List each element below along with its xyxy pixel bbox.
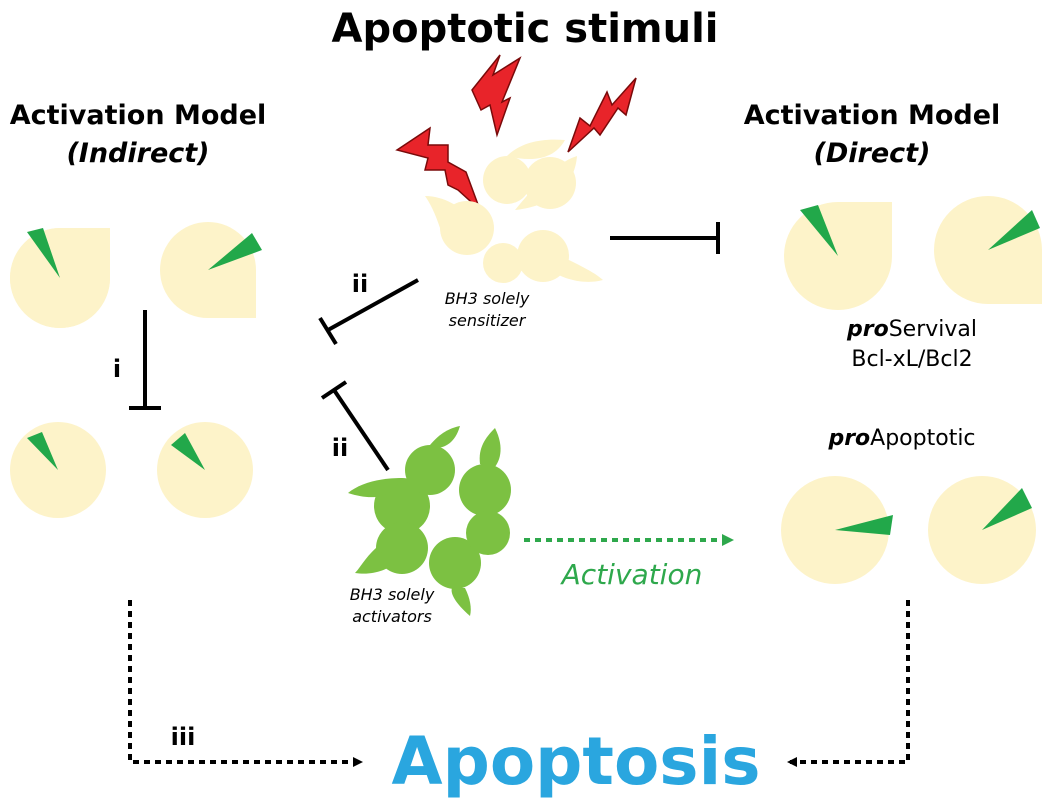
indirect-cell-top-left	[10, 228, 110, 328]
pro-survival-cell-right	[934, 196, 1042, 304]
apoptosis-arrow-right	[787, 600, 910, 767]
sensitizer-label-line1: BH3 solely	[445, 289, 530, 308]
lightning-bolt-icon-left	[395, 126, 481, 211]
step-label-ii-bottom: ii	[332, 434, 348, 462]
pro-survival-label: proServival	[846, 317, 977, 342]
pro-apoptotic-label: proApoptotic	[827, 426, 975, 451]
indirect-cell-bottom-left	[10, 422, 106, 518]
pro-survival-cell-left	[784, 202, 892, 310]
apoptosis-arrow-left	[128, 600, 363, 767]
lightning-bolt-icon-right	[567, 77, 637, 153]
inhibition-sensitizer-ii	[318, 278, 419, 346]
step-label-ii-top: ii	[352, 270, 368, 298]
inhibition-i	[129, 310, 161, 410]
pro-apoptotic-cell-right	[928, 476, 1036, 584]
apoptosis-label: Apoptosis	[392, 723, 761, 800]
left-model-title: Activation Model	[10, 100, 267, 131]
step-label-iii: iii	[171, 723, 196, 751]
lightning-bolt-icon-top	[471, 54, 522, 138]
pro-apoptotic-cell-left	[781, 476, 893, 584]
right-model-subtitle: (Direct)	[814, 138, 931, 169]
indirect-cell-top-right	[160, 222, 262, 318]
activation-label: Activation	[560, 558, 703, 591]
bh3-sensitizer-cluster-icon	[425, 139, 603, 283]
inhibition-activators-ii	[320, 380, 390, 472]
step-label-i: i	[113, 355, 121, 383]
right-model-title: Activation Model	[744, 100, 1001, 131]
indirect-cell-bottom-right	[157, 422, 253, 518]
left-model-subtitle: (Indirect)	[66, 138, 209, 169]
inhibition-sensitizer-to-direct	[610, 222, 720, 254]
sensitizer-label-line2: sensitizer	[449, 311, 527, 330]
activators-label-line2: activators	[352, 607, 432, 626]
activators-label-line1: BH3 solely	[350, 585, 435, 604]
pro-survival-proteins: Bcl-xL/Bcl2	[851, 347, 972, 372]
bh3-activators-cluster-icon	[348, 426, 511, 616]
title-apoptotic-stimuli: Apoptotic stimuli	[332, 6, 719, 52]
